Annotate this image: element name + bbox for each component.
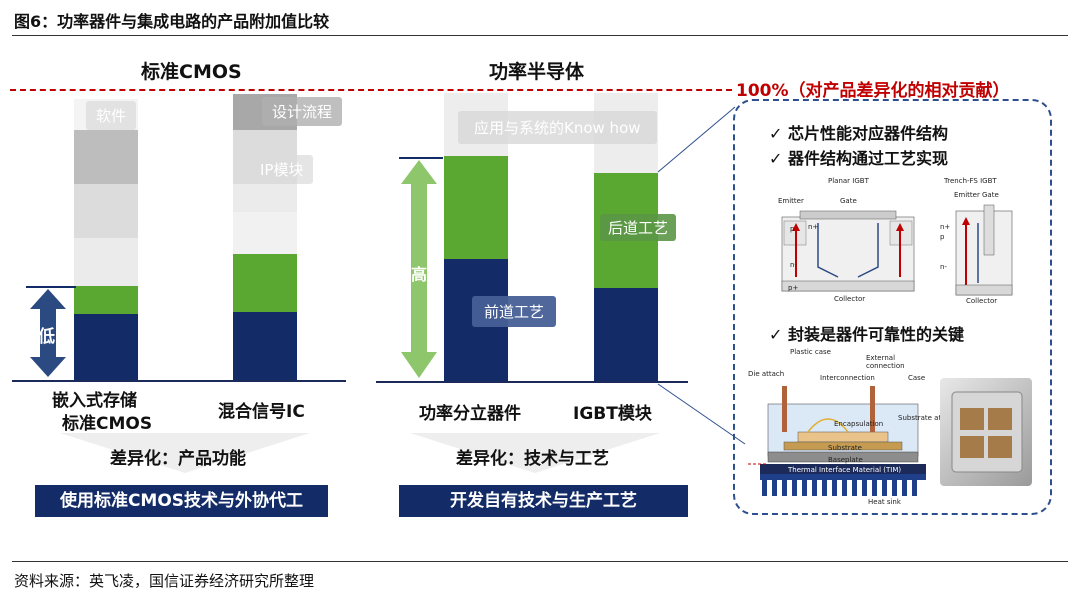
bubble-connector-lines (657, 106, 746, 445)
left-diff-chevron (60, 433, 310, 473)
left-axis (12, 380, 346, 382)
right-diff-label: 差异化：技术与工艺 (456, 449, 609, 469)
right-bottom-bar: 开发自有技术与生产工艺 (399, 485, 688, 517)
hundred-percent-label: 100%（对产品差异化的相对贡献） (736, 81, 1010, 101)
right-caption-igbt: IGBT模块 (573, 404, 652, 424)
high-double-arrow (399, 157, 443, 378)
detail-bubble (733, 99, 1052, 515)
hundred-percent-line (10, 89, 732, 91)
planar-igbt-diagram: Planar IGBT Emitter Gate p n+ n- p+ Coll… (778, 175, 918, 305)
igbt-module-photo (940, 378, 1032, 486)
right-diff-chevron (410, 433, 660, 473)
right-caption-discrete: 功率分立器件 (419, 404, 521, 424)
low-double-arrow (26, 286, 76, 377)
right-section-title: 功率半导体 (489, 61, 585, 83)
ip-block-label: IP模块 (250, 155, 314, 184)
right-axis (376, 381, 688, 383)
check-item-3: ✓ 封装是器件可靠性的关键 (769, 325, 964, 344)
left-caption-line1: 嵌入式存储 (52, 391, 137, 411)
high-label: 高 (411, 265, 428, 284)
trench-igbt-diagram: Trench-FS IGBT Emitter Gate n+ p n- Coll… (940, 175, 1020, 305)
left-diff-label: 差异化：产品功能 (110, 449, 246, 469)
source-note: 资料来源：英飞凌，国信证券经济研究所整理 (14, 572, 315, 590)
check-item-2: ✓ 器件结构通过工艺实现 (769, 149, 948, 168)
header-rule (12, 35, 1068, 36)
left-bottom-bar: 使用标准CMOS技术与外协代工 (35, 485, 328, 517)
low-label: 低 (38, 327, 55, 347)
figure-title: 图6：功率器件与集成电路的产品附加值比较 (14, 12, 330, 31)
left-caption-mixed: 混合信号IC (218, 402, 305, 422)
left-caption-line2: 标准CMOS (62, 414, 153, 434)
check-item-1: ✓ 芯片性能对应器件结构 (769, 124, 948, 143)
footer-rule (12, 561, 1068, 562)
design-flow-label: 设计流程 (262, 97, 343, 126)
package-cross-section: Plastic case Die attach Interconnection … (748, 348, 957, 506)
software-label: 软件 (86, 101, 137, 130)
know-how-label: 应用与系统的Know how (458, 111, 657, 144)
left-bar-mixed-signal (233, 94, 297, 381)
front-end-label: 前道工艺 (472, 296, 557, 327)
back-end-label: 后道工艺 (600, 214, 677, 241)
left-section-title: 标准CMOS (141, 61, 242, 83)
left-bar-embedded (74, 99, 138, 381)
